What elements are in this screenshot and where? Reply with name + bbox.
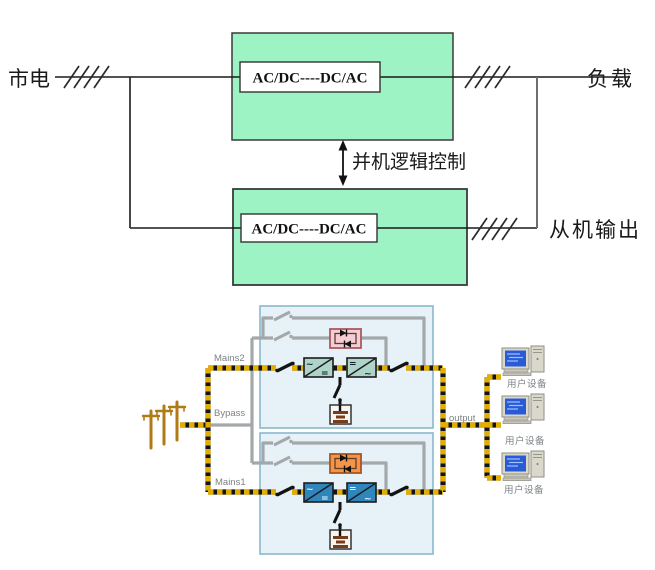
- bypass-label: Bypass: [214, 408, 245, 419]
- output-label: output: [449, 413, 476, 424]
- svg-text:~: ~: [306, 360, 314, 370]
- bottom-ups-schematic: ~ = = ~ ~ = = ~: [141, 305, 547, 555]
- phase-slash-icon: [464, 65, 511, 89]
- rectifier-icon: ~ =: [303, 357, 334, 379]
- mains-label: 市电: [8, 67, 50, 91]
- computer-icon: [501, 393, 545, 424]
- static-switch-icon: [329, 453, 362, 474]
- parallel-control-label: 并机逻辑控制: [352, 151, 466, 173]
- svg-text:=: =: [349, 360, 357, 370]
- load-label: 负载: [587, 67, 635, 91]
- svg-text:=: =: [321, 369, 329, 379]
- user-device-label: 用户设备: [505, 435, 545, 447]
- computer-icon: [501, 450, 545, 481]
- slave-output-label: 从机输出: [549, 218, 641, 242]
- mains2-label: Mains2: [214, 353, 245, 364]
- svg-text:=: =: [321, 494, 329, 504]
- utility-pole-icon: [141, 400, 187, 450]
- svg-text:=: =: [349, 485, 357, 495]
- master-ups-label: AC/DC----DC/AC: [253, 71, 368, 87]
- mains1-label: Mains1: [215, 477, 246, 488]
- battery-icon: [329, 502, 352, 550]
- inverter-icon: = ~: [346, 357, 377, 380]
- phase-slash-icon: [471, 217, 518, 241]
- bypass-switch-icon: [273, 435, 293, 447]
- static-switch-icon: [329, 328, 362, 349]
- user-device-label: 用户设备: [507, 378, 547, 390]
- top-parallel-block-diagram: 市电 负载 从机输出 AC/DC----DC/AC AC/DC----DC/AC…: [8, 32, 641, 286]
- phase-slash-icon: [63, 65, 110, 89]
- bypass-switch-icon: [273, 330, 293, 342]
- slave-converter-box: [240, 213, 378, 243]
- computer-icon: [501, 345, 545, 376]
- slave-ups-label: AC/DC----DC/AC: [252, 222, 367, 238]
- rectifier-icon: ~ =: [303, 482, 334, 504]
- bypass-switch-icon: [273, 310, 293, 322]
- bypass-switch-icon: [273, 455, 293, 467]
- parallel-control-arrow-icon: [338, 140, 348, 186]
- inverter-icon: = ~: [346, 482, 377, 505]
- cable-switch-icon: [389, 361, 409, 373]
- bypass-wiring: [208, 316, 426, 490]
- battery-icon: [329, 377, 352, 425]
- svg-text:~: ~: [306, 485, 314, 495]
- user-device-label: 用户设备: [504, 484, 544, 496]
- cable-switch-icon: [275, 485, 295, 497]
- master-converter-box: [239, 61, 381, 93]
- svg-text:~: ~: [364, 370, 372, 380]
- cable-switch-icon: [389, 485, 409, 497]
- svg-text:~: ~: [364, 495, 372, 505]
- cable-switch-icon: [275, 361, 295, 373]
